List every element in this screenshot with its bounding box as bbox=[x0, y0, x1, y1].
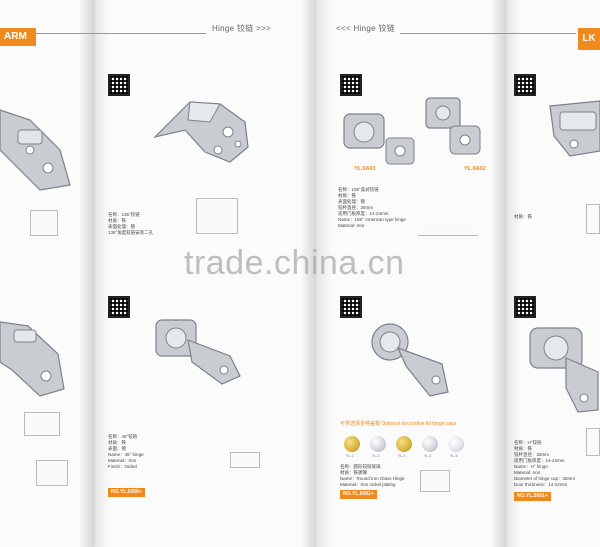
hinge-image bbox=[155, 319, 241, 385]
silver-cap-swatch bbox=[448, 436, 464, 452]
qr-code bbox=[514, 296, 536, 318]
model-code: YL.0A02 bbox=[464, 166, 486, 172]
hinge-image bbox=[529, 327, 599, 413]
hinge-image bbox=[153, 101, 249, 163]
hinge-image bbox=[0, 321, 65, 397]
hinge-image bbox=[343, 97, 481, 165]
dimension-drawing bbox=[30, 210, 58, 236]
brand-logo: LK bbox=[578, 28, 600, 50]
qr-code bbox=[108, 296, 130, 318]
dimension-drawing bbox=[586, 204, 600, 234]
dimension-drawing bbox=[586, 428, 600, 456]
hinge-image bbox=[549, 100, 600, 157]
qr-code bbox=[514, 74, 536, 96]
model-tag: NO.YL.5056+ bbox=[108, 488, 145, 497]
page-gutter bbox=[300, 0, 334, 547]
model-tag: NO.YL.5091+ bbox=[514, 492, 551, 501]
cap-label: YL-1 bbox=[346, 454, 354, 458]
header-title-left: Hinge 铰链 >>> bbox=[212, 24, 271, 33]
cap-label: YL-4 bbox=[424, 454, 432, 458]
dimension-drawing bbox=[230, 452, 260, 468]
cap-label: YL-3 bbox=[398, 454, 406, 458]
dimension-drawing bbox=[24, 412, 60, 436]
cap-label: YL-5 bbox=[450, 454, 458, 458]
dimension-drawing bbox=[196, 198, 238, 234]
page-gutter bbox=[78, 0, 112, 547]
spec-block: 名称：135°铰链 材质：铁 表面处理：镀 135°角度铰链安装二孔 bbox=[108, 212, 154, 235]
gold-cap-swatch bbox=[344, 436, 360, 452]
spec-block: 名称：105°美式铰链 材质：铁 表面处理：镀 铰杯直径：35mm 适用门板厚度… bbox=[338, 187, 406, 228]
cap-label: YL-2 bbox=[372, 454, 380, 458]
header-rule bbox=[400, 33, 576, 34]
header-title-right: <<< Hinge 铰链 bbox=[336, 24, 395, 33]
dimension-drawing bbox=[36, 460, 68, 486]
qr-code bbox=[108, 74, 130, 96]
silver-cap-swatch bbox=[370, 436, 386, 452]
spec-block: 名称：圆形铰链玻璃 材质：铁镀镍 Name：Round Iron Glass H… bbox=[340, 464, 405, 487]
watermark: trade.china.cn bbox=[184, 244, 405, 282]
model-tag: NO.YL.5081+ bbox=[340, 490, 377, 499]
model-code: YL.0A01 bbox=[354, 166, 376, 172]
dimension-drawing bbox=[418, 222, 478, 236]
hinge-image bbox=[0, 109, 71, 191]
section-tab: ARM bbox=[0, 28, 36, 46]
header-rule bbox=[36, 33, 206, 34]
qr-code bbox=[340, 74, 362, 96]
spec-block: 名称：H°铰链 材质：铁 铰杯直径：35mm 适用门板厚度：14-22mm Na… bbox=[514, 440, 576, 487]
gold-cap-swatch bbox=[396, 436, 412, 452]
hinge-image bbox=[371, 323, 449, 397]
caps-caption: 可供选择多种盖帽 Optional decorative lid hinge c… bbox=[340, 421, 457, 427]
spec-block: 材质：铁 bbox=[514, 214, 532, 219]
spec-block: 名称：45°铰链 材质：铁 表面：镀 Name：45° hinge Materi… bbox=[108, 434, 144, 469]
qr-code bbox=[340, 296, 362, 318]
silver-cap-swatch bbox=[422, 436, 438, 452]
dimension-drawing bbox=[420, 470, 450, 492]
